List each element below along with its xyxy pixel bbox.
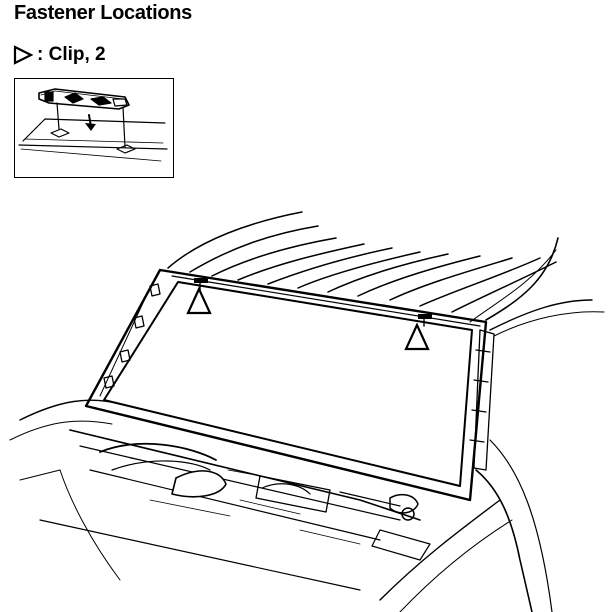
legend-label: : Clip, 2 (37, 44, 106, 65)
legend: : Clip, 2 (12, 42, 106, 68)
clip-detail-icon (18, 88, 168, 162)
page-title: Fastener Locations (14, 2, 192, 24)
windshield-diagram (0, 196, 608, 612)
windshield-fastener-diagram-icon (9, 211, 605, 612)
hollow-triangle-pointer-icon (12, 44, 34, 66)
clip-detail-inset (14, 78, 174, 178)
triangle-clip-marker-icon (186, 286, 430, 351)
